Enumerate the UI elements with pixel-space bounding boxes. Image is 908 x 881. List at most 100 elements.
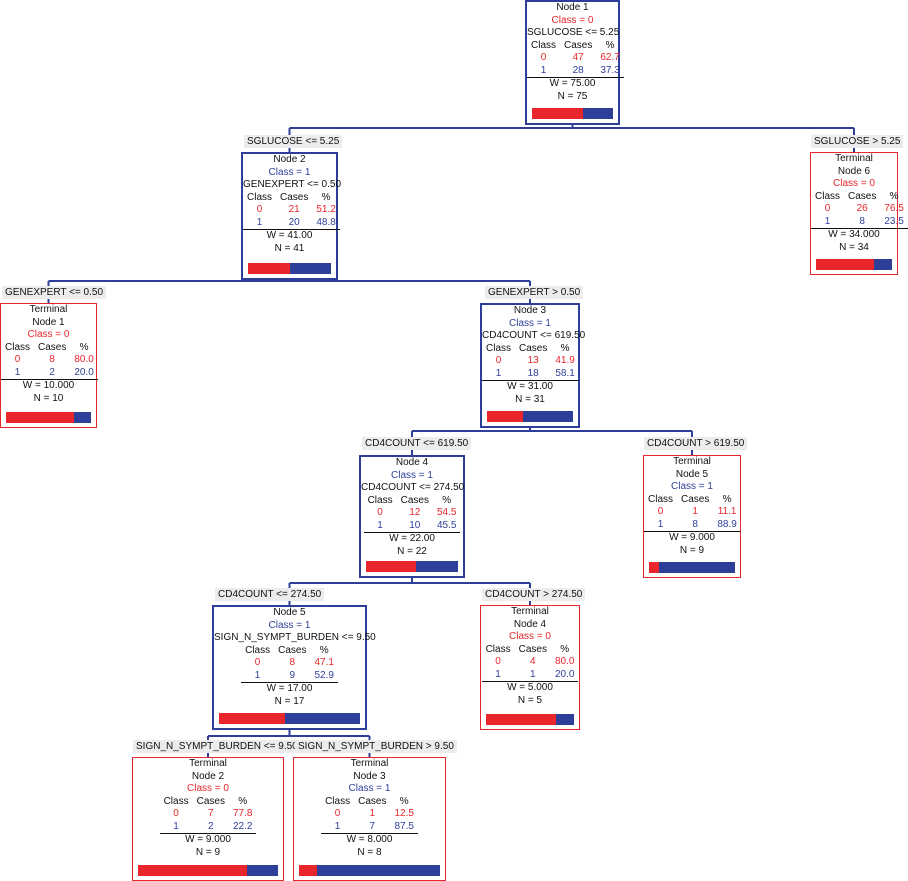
table-header-cell: Class — [531, 39, 557, 51]
node-count: N = 9 — [679, 544, 705, 556]
class-proportion-bar — [649, 562, 735, 573]
table-cell: 1 — [321, 820, 355, 834]
class-1-bar-segment — [582, 108, 613, 119]
table-cell: 88.9 — [713, 518, 741, 532]
node-weight: W = 31.00 — [507, 381, 553, 392]
node-count: N = 9 — [195, 846, 221, 858]
table-header-cell: Class — [163, 795, 189, 807]
table-cell: 1 — [481, 668, 515, 682]
node-weight: W = 8.000 — [346, 834, 393, 845]
class-proportion-bar — [6, 412, 91, 423]
node-class-label: Class = 0 — [27, 329, 70, 341]
table-cell: 1 — [241, 669, 275, 683]
class-1-bar-segment — [290, 263, 331, 274]
table-cell: 8 — [289, 657, 296, 669]
node-weight: W = 5.000 — [507, 682, 553, 693]
table-cell: 45.5 — [432, 519, 461, 533]
class-1-bar-segment — [556, 714, 574, 725]
table-cell: 1 — [363, 519, 397, 533]
table-cell: 0 — [495, 656, 501, 668]
table-cell: 11.1 — [717, 506, 737, 518]
table-cell: 1 — [514, 668, 551, 682]
class-1-bar-segment — [658, 562, 735, 573]
table-header-cell: Cases — [38, 341, 67, 353]
class-0-bar-segment — [138, 865, 247, 876]
table-cell: 80.0 — [554, 656, 575, 668]
node-weight: W = 9.000 — [185, 834, 231, 845]
class-1-bar-segment — [285, 713, 360, 724]
class-proportion-bar — [299, 865, 440, 876]
table-cell: 37.3 — [596, 64, 624, 78]
node-class-label: Class = 1 — [268, 619, 311, 631]
table-cell: 2 — [34, 366, 71, 380]
table-header-cell: % — [889, 190, 899, 202]
table-header-cell: Class — [325, 795, 351, 807]
node-title: Terminal — [350, 758, 389, 769]
class-0-bar-segment — [532, 108, 583, 119]
class-0-bar-segment — [248, 263, 291, 274]
table-header-cell: % — [399, 795, 409, 807]
table-header-cell: Class — [5, 341, 31, 353]
node-weight: W = 9.000 — [669, 532, 715, 543]
node-count: N = 31 — [515, 393, 545, 405]
node-class-label: Class = 0 — [833, 178, 875, 190]
table-cell: 1 — [644, 518, 678, 532]
class-0-bar-segment — [6, 412, 74, 423]
table-header-cell: Class — [247, 191, 273, 203]
class-1-bar-segment — [523, 411, 573, 422]
table-cell: 47.1 — [314, 657, 334, 669]
table-cell: 0 — [254, 657, 261, 669]
class-0-bar-segment — [649, 562, 659, 573]
node-title: Node 1 — [32, 316, 65, 328]
table-cell: 1 — [369, 808, 376, 820]
node-class-label: Class = 1 — [348, 783, 391, 795]
table-cell: 47 — [572, 52, 584, 64]
branch-split-label: SIGN_N_SYMPT_BURDEN <= 9.50 — [133, 740, 301, 753]
branch-split-label: CD4COUNT > 274.50 — [482, 588, 586, 601]
node-weight: W = 41.00 — [266, 230, 313, 241]
class-0-bar-segment — [487, 411, 524, 422]
class-1-bar-segment — [874, 259, 892, 270]
table-cell: 77.8 — [232, 808, 253, 820]
class-0-bar-segment — [299, 865, 317, 876]
table-cell: 8 — [49, 354, 55, 366]
node-title: Node 4 — [395, 457, 429, 468]
table-header-cell: Class — [245, 644, 271, 656]
table-cell: 13 — [527, 355, 539, 367]
branch-split-label: SGLUCOSE > 5.25 — [811, 135, 904, 148]
class-1-bar-segment — [416, 561, 458, 572]
node-title: Node 2 — [191, 770, 225, 782]
table-header-cell: Cases — [564, 39, 593, 51]
node-weight: W = 75.00 — [549, 78, 596, 89]
table-cell: 76.5 — [884, 203, 904, 215]
node-split-rule: SGLUCOSE <= 5.25 — [527, 27, 620, 39]
table-cell: 2 — [192, 820, 229, 834]
class-proportion-bar — [248, 263, 331, 274]
table-cell: 1 — [159, 820, 193, 834]
table-cell: 54.5 — [436, 507, 457, 519]
table-cell: 87.5 — [390, 820, 418, 834]
node-title: Node 2 — [273, 154, 306, 165]
table-cell: 1 — [243, 216, 277, 230]
table-cell: 1 — [692, 506, 698, 518]
node-split-rule: GENEXPERT <= 0.50 — [243, 179, 342, 191]
